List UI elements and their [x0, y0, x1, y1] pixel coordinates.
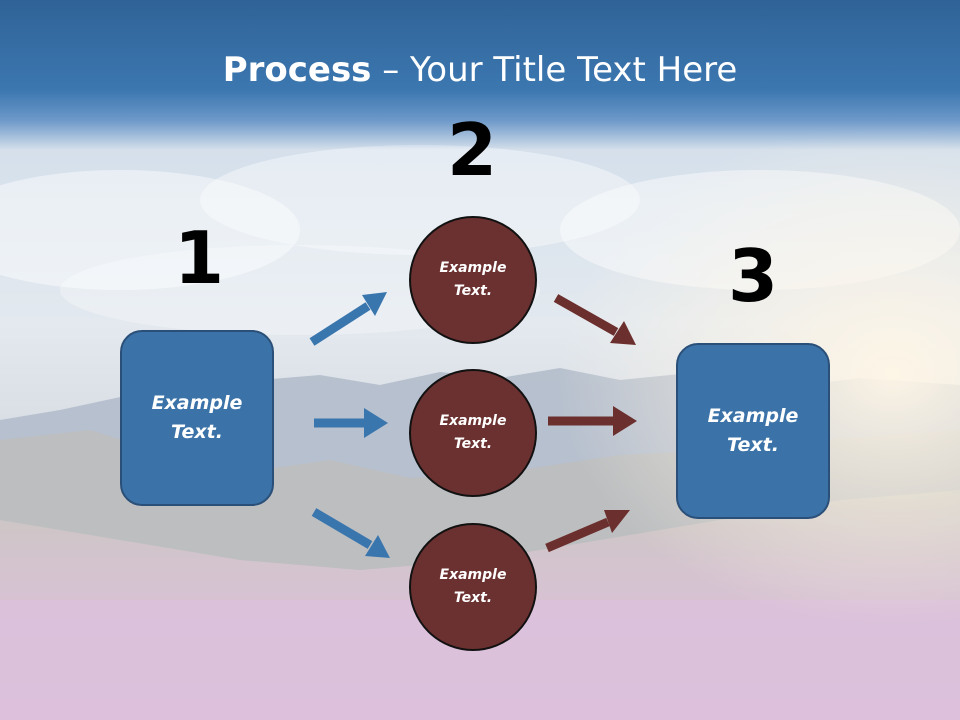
- arrow-top-circle-to-right-box: [553, 294, 636, 345]
- left-process-box: Example Text.: [120, 330, 274, 506]
- title-rest: – Your Title Text Here: [371, 50, 738, 90]
- arrow-box-to-bottom-circle: [311, 508, 390, 558]
- process-circle-bottom: Example Text.: [409, 523, 537, 651]
- title-bold-word: Process: [222, 50, 372, 90]
- circle-top-label: Example Text.: [439, 260, 507, 299]
- process-circle-top: Example Text.: [409, 216, 537, 344]
- title-bar: [0, 0, 960, 150]
- arrow-box-to-top-circle: [309, 292, 387, 346]
- slide-title: Process – Your Title Text Here: [0, 50, 960, 90]
- circle-middle-label: Example Text.: [439, 413, 507, 452]
- circle-bottom-label: Example Text.: [439, 567, 507, 606]
- step-number-2: 2: [446, 108, 498, 192]
- step-number-3: 3: [727, 234, 779, 318]
- arrow-bottom-circle-to-right-box: [545, 510, 630, 553]
- right-process-box: Example Text.: [676, 343, 830, 519]
- step-number-1: 1: [173, 216, 225, 300]
- right-box-label: Example Text.: [707, 405, 799, 456]
- left-box-label: Example Text.: [151, 392, 243, 443]
- process-circle-middle: Example Text.: [409, 369, 537, 497]
- arrow-box-to-middle-circle: [314, 408, 388, 438]
- arrow-middle-circle-to-right-box: [548, 406, 637, 436]
